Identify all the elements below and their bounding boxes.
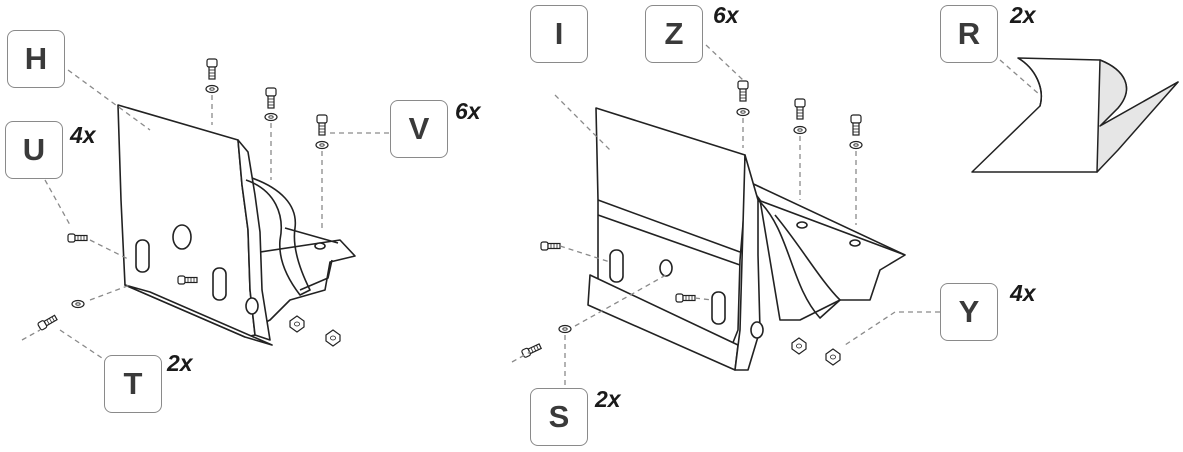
label-y: Y — [940, 283, 998, 341]
right-leader-lines — [511, 44, 1041, 385]
adhesive-pad — [971, 57, 1179, 173]
quantity-z: 6x — [713, 2, 739, 28]
label-i: I — [530, 5, 588, 63]
quantity-s: 2x — [595, 386, 621, 412]
label-t: T — [104, 355, 162, 413]
label-s: S — [530, 388, 588, 446]
label-z: Z — [645, 5, 703, 63]
quantity-r: 2x — [1010, 2, 1036, 28]
quantity-y: 4x — [1010, 280, 1036, 306]
quantity-v: 6x — [455, 98, 481, 124]
quantity-t: 2x — [167, 350, 193, 376]
label-h: H — [7, 30, 65, 88]
right-bracket — [587, 107, 906, 371]
left-leader-lines — [21, 69, 390, 385]
left-bracket — [117, 104, 356, 346]
label-u: U — [5, 121, 63, 179]
label-r: R — [940, 5, 998, 63]
quantity-u: 4x — [70, 122, 96, 148]
label-v: V — [390, 100, 448, 158]
